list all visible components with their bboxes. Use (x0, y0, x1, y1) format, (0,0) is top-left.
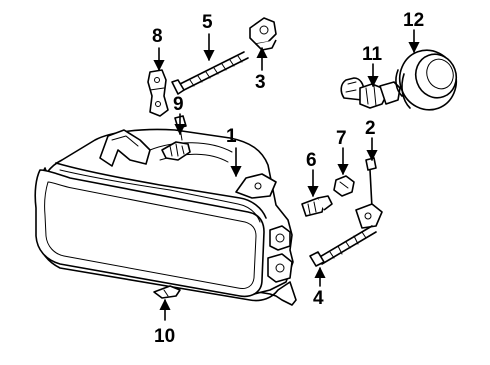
headlamp-assembly (34, 128, 297, 306)
callout-3: 3 (255, 72, 266, 93)
callout-10: 10 (154, 326, 175, 347)
callout-7: 7 (336, 128, 347, 149)
headlamp-bulb (340, 77, 401, 109)
callout-8: 8 (152, 26, 163, 47)
side-marker-bulb (301, 195, 333, 217)
mounting-bracket (147, 69, 169, 117)
callout-12: 12 (403, 10, 424, 31)
adjuster-rod (355, 157, 383, 229)
callout-labels: 1 2 3 4 5 6 7 8 9 10 11 12 (152, 10, 424, 347)
callout-5: 5 (202, 12, 213, 33)
callout-2: 2 (365, 118, 376, 139)
adjuster-nut (249, 17, 277, 51)
plug-connector (161, 115, 191, 161)
retaining-clip (153, 285, 181, 299)
callout-4: 4 (313, 288, 324, 309)
leader-lines (153, 29, 420, 321)
callout-6: 6 (306, 150, 317, 171)
callout-1: 1 (226, 126, 237, 147)
adjusting-screw-upper (171, 51, 249, 95)
callout-9: 9 (173, 94, 184, 115)
bulb-socket (333, 175, 355, 197)
callout-11: 11 (362, 44, 383, 65)
dust-boot (395, 49, 458, 111)
adjusting-screw-lower (309, 225, 377, 267)
